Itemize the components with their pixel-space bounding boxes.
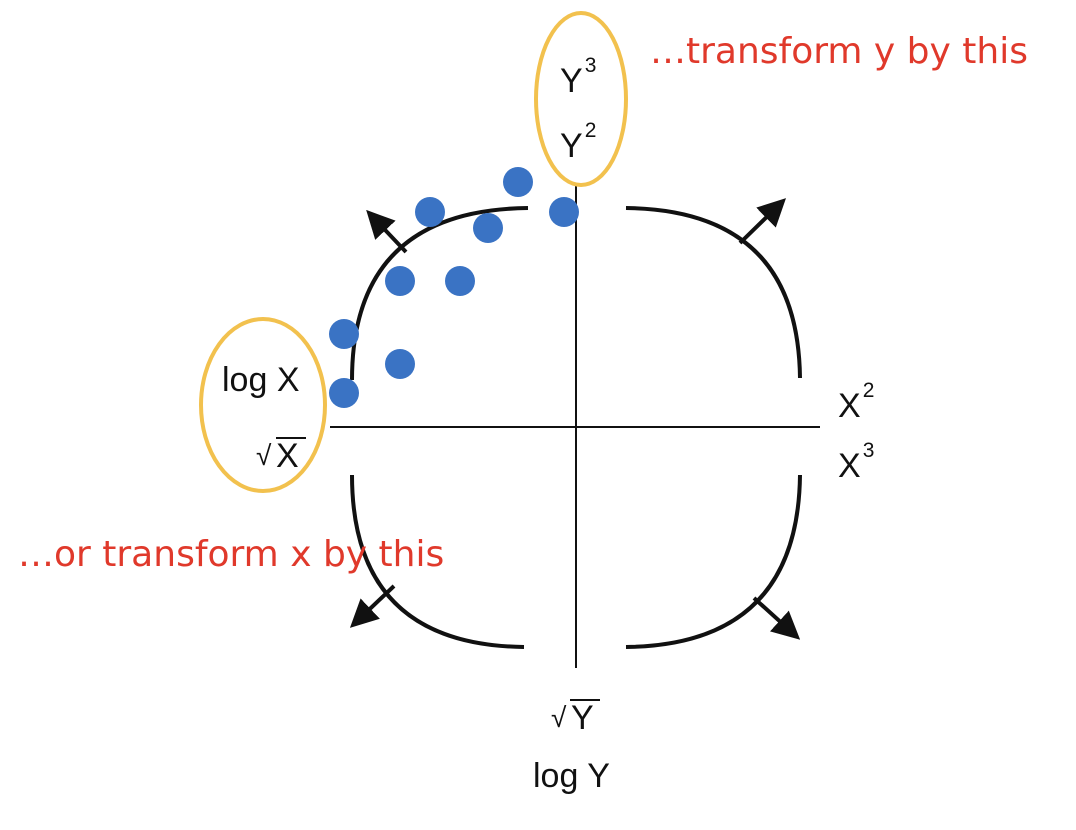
- label-sqrt-x: √ X: [256, 437, 306, 475]
- arrow-lower-right: [752, 596, 801, 640]
- annotation-transform-x: …or transform x by this: [18, 534, 444, 575]
- scatter-points: [329, 167, 579, 408]
- scatter-point: [329, 319, 359, 349]
- scatter-point: [415, 197, 445, 227]
- svg-text:√: √: [551, 702, 567, 733]
- arrow-upper-left: [366, 209, 408, 254]
- highlight-ellipse-x-transforms: [199, 317, 327, 493]
- scatter-point: [385, 266, 415, 296]
- svg-text:√: √: [256, 440, 272, 471]
- arc-upper-right: [625, 206, 802, 379]
- arc-lower-right: [625, 474, 802, 649]
- label-x-squared: X2: [838, 379, 874, 425]
- scatter-point: [549, 197, 579, 227]
- label-y-squared: Y2: [560, 119, 596, 165]
- arrow-upper-right: [738, 198, 787, 245]
- label-x-cubed: X3: [838, 439, 874, 485]
- svg-text:X: X: [276, 437, 299, 475]
- label-y-cubed: Y3: [560, 54, 596, 100]
- label-log-x: log X: [222, 361, 300, 399]
- label-log-y: log Y: [533, 757, 610, 795]
- svg-text:Y: Y: [571, 699, 594, 737]
- arc-lower-left: [350, 474, 525, 649]
- scatter-point: [385, 349, 415, 379]
- scatter-point: [445, 266, 475, 296]
- scatter-point: [329, 378, 359, 408]
- scatter-point: [503, 167, 533, 197]
- label-sqrt-y: √ Y: [551, 699, 600, 737]
- highlight-ellipse-y-transforms: [534, 11, 628, 187]
- arrow-lower-left: [349, 584, 396, 628]
- annotation-transform-y: …transform y by this: [650, 31, 1028, 72]
- scatter-point: [473, 213, 503, 243]
